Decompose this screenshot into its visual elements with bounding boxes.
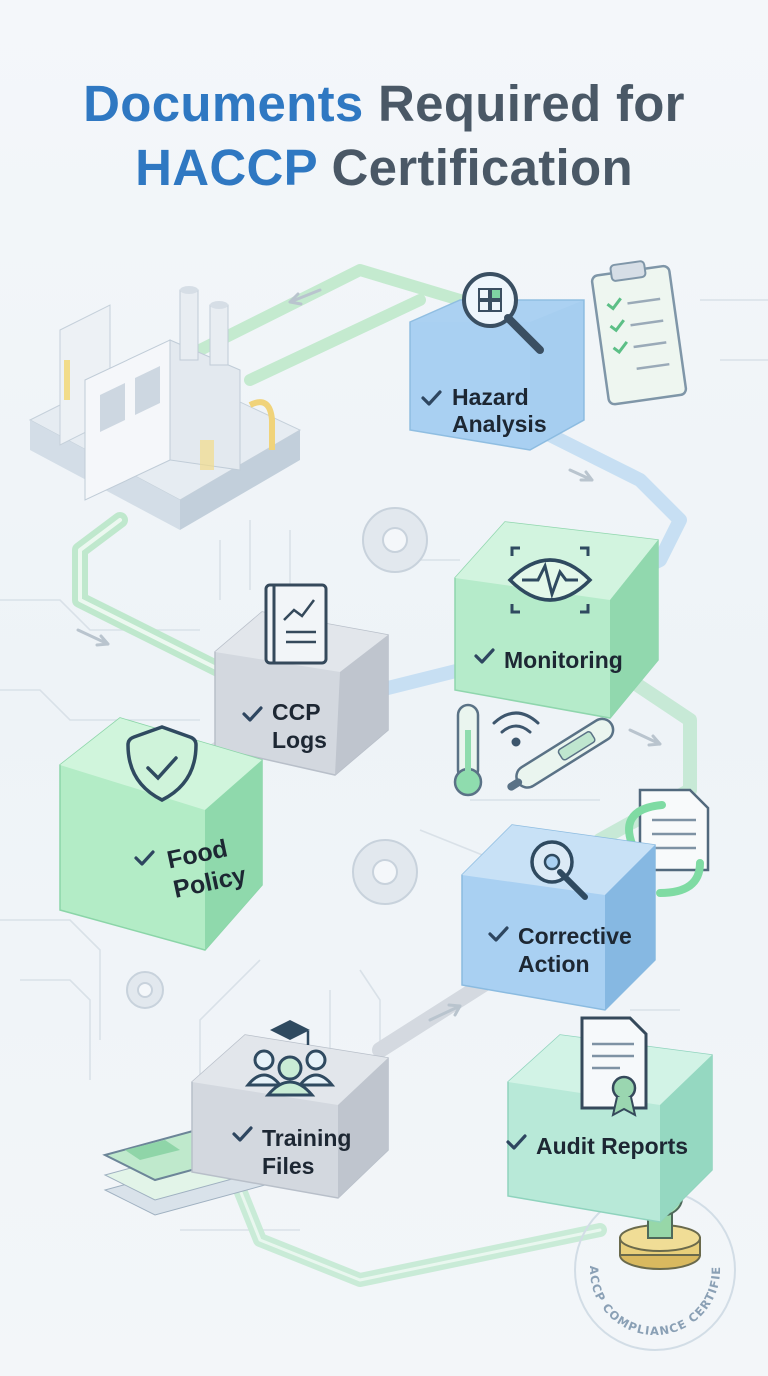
title-accent-2: HACCP: [135, 139, 317, 196]
step-label-monitoring: Monitoring: [504, 647, 623, 673]
step-box-training-files: Training Files: [191, 1020, 389, 1199]
page-title: Documents Required for HACCP Certificati…: [0, 72, 768, 200]
step-label-corrective-2: Action: [518, 951, 590, 977]
step-label-hazard-1: Hazard: [452, 384, 529, 410]
step-box-hazard-analysis: Hazard Analysis: [409, 272, 585, 451]
thermometer-icon: [453, 703, 615, 797]
document-refresh-icon: [625, 788, 710, 897]
step-label-corrective-1: Corrective: [518, 923, 632, 949]
step-label-ccp-1: CCP: [272, 699, 321, 725]
step-label-audit: Audit Reports: [536, 1133, 688, 1159]
step-label-hazard-2: Analysis: [452, 411, 547, 437]
step-label-training-1: Training: [262, 1125, 351, 1151]
step-box-monitoring: Monitoring: [454, 521, 659, 719]
step-box-audit-reports: Audit Reports: [506, 1016, 713, 1223]
wifi-icon: [492, 711, 540, 747]
step-box-corrective-action: Corrective Action: [461, 824, 656, 1011]
title-rest-2: Certification: [331, 139, 633, 196]
title-line-2: HACCP Certification: [0, 136, 768, 200]
flow-arrows: [76, 288, 662, 1022]
title-rest-1: Required for: [378, 75, 685, 132]
factory-illustration: [28, 286, 302, 530]
gear-icon: [126, 507, 428, 1009]
step-label-training-2: Files: [262, 1153, 314, 1179]
title-accent-1: Documents: [83, 75, 364, 132]
clipboard-icon: [590, 260, 688, 406]
title-line-1: Documents Required for: [0, 72, 768, 136]
step-label-ccp-2: Logs: [272, 727, 327, 753]
step-box-ccp-logs: CCP Logs: [214, 583, 389, 776]
step-box-food-policy: Food Policy: [59, 717, 263, 951]
